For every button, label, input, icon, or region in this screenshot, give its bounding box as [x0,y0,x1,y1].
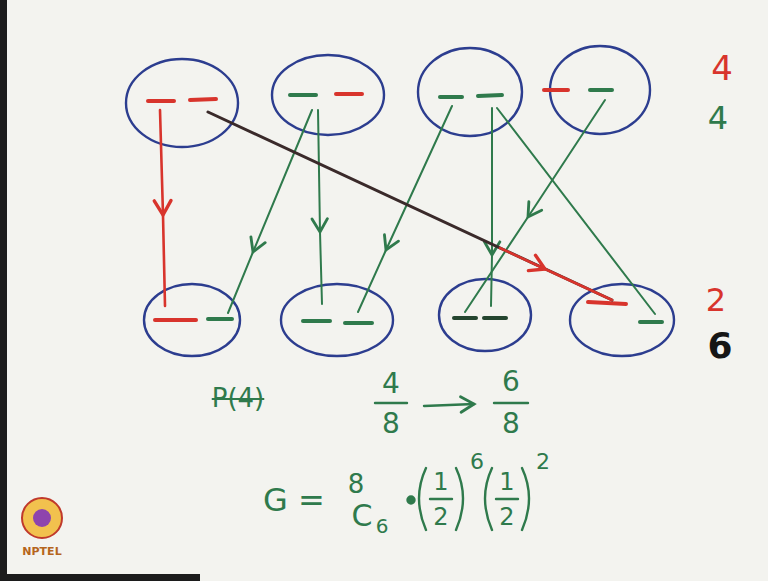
offspring-circle [144,284,240,356]
nptel-logo [22,498,62,538]
formula-term: C [352,501,373,531]
frame-edge [0,0,7,581]
fraction-bar [494,402,528,404]
parenthesis [419,468,426,530]
fraction-bar [375,402,407,404]
dot [408,497,415,504]
logo-disc [22,498,62,538]
struck-term: P(4) [212,385,265,411]
allele-dash [155,318,196,322]
count-number: 4 [708,102,728,134]
parenthesis [456,468,463,530]
allele-dash [590,88,612,92]
offspring-circle [570,284,674,356]
logo-core [33,509,51,527]
formula-term: G = [263,484,325,516]
allele-dash [640,320,662,324]
allele-dash [190,99,216,100]
maps-to-arrow [424,404,474,406]
transmission-arrow [500,248,612,300]
allele-dash [148,99,174,103]
allele-dash [544,88,568,92]
allele-dash [208,317,232,321]
transmission-arrow [358,106,452,312]
frame-edge [0,574,200,581]
fraction-bar [430,498,452,500]
numerator: 1 [433,470,448,494]
allele-dash [484,316,506,320]
formula-term: 6 [376,516,389,536]
parent-circle [418,48,522,136]
count-number: 2 [706,284,726,316]
denominator: 8 [382,410,400,438]
count-number: 4 [711,51,733,85]
transmission-arrow [465,100,605,312]
numerator: 1 [499,470,514,494]
allele-dash [336,92,362,96]
allele-dash [440,95,462,99]
transmission-line [497,108,655,314]
exponent: 2 [536,451,550,473]
denominator: 2 [433,505,448,529]
allele-dash [290,93,316,97]
denominator: 8 [502,410,520,438]
allele-dash [588,302,626,304]
allele-dash [478,95,502,96]
allele-dash [303,319,330,323]
parenthesis [485,468,492,530]
count-number: 6 [707,328,732,364]
parent-circle [126,59,238,147]
transmission-arrow [160,110,165,306]
formula-term: 8 [348,471,365,497]
denominator: 2 [499,505,514,529]
offspring-circle [281,284,393,356]
transmission-arrow [491,108,492,306]
transmission-arrow [318,110,322,304]
allele-dash [454,316,476,320]
parent-circle [272,55,384,135]
numerator: 6 [502,368,520,396]
numerator: 4 [382,370,400,398]
offspring-circle [439,279,531,351]
allele-dash [345,321,372,325]
exponent: 6 [470,451,484,473]
parenthesis [522,468,529,530]
transmission-arrow [208,112,612,300]
fraction-bar [496,498,518,500]
logo-text: NPTEL [22,546,61,557]
